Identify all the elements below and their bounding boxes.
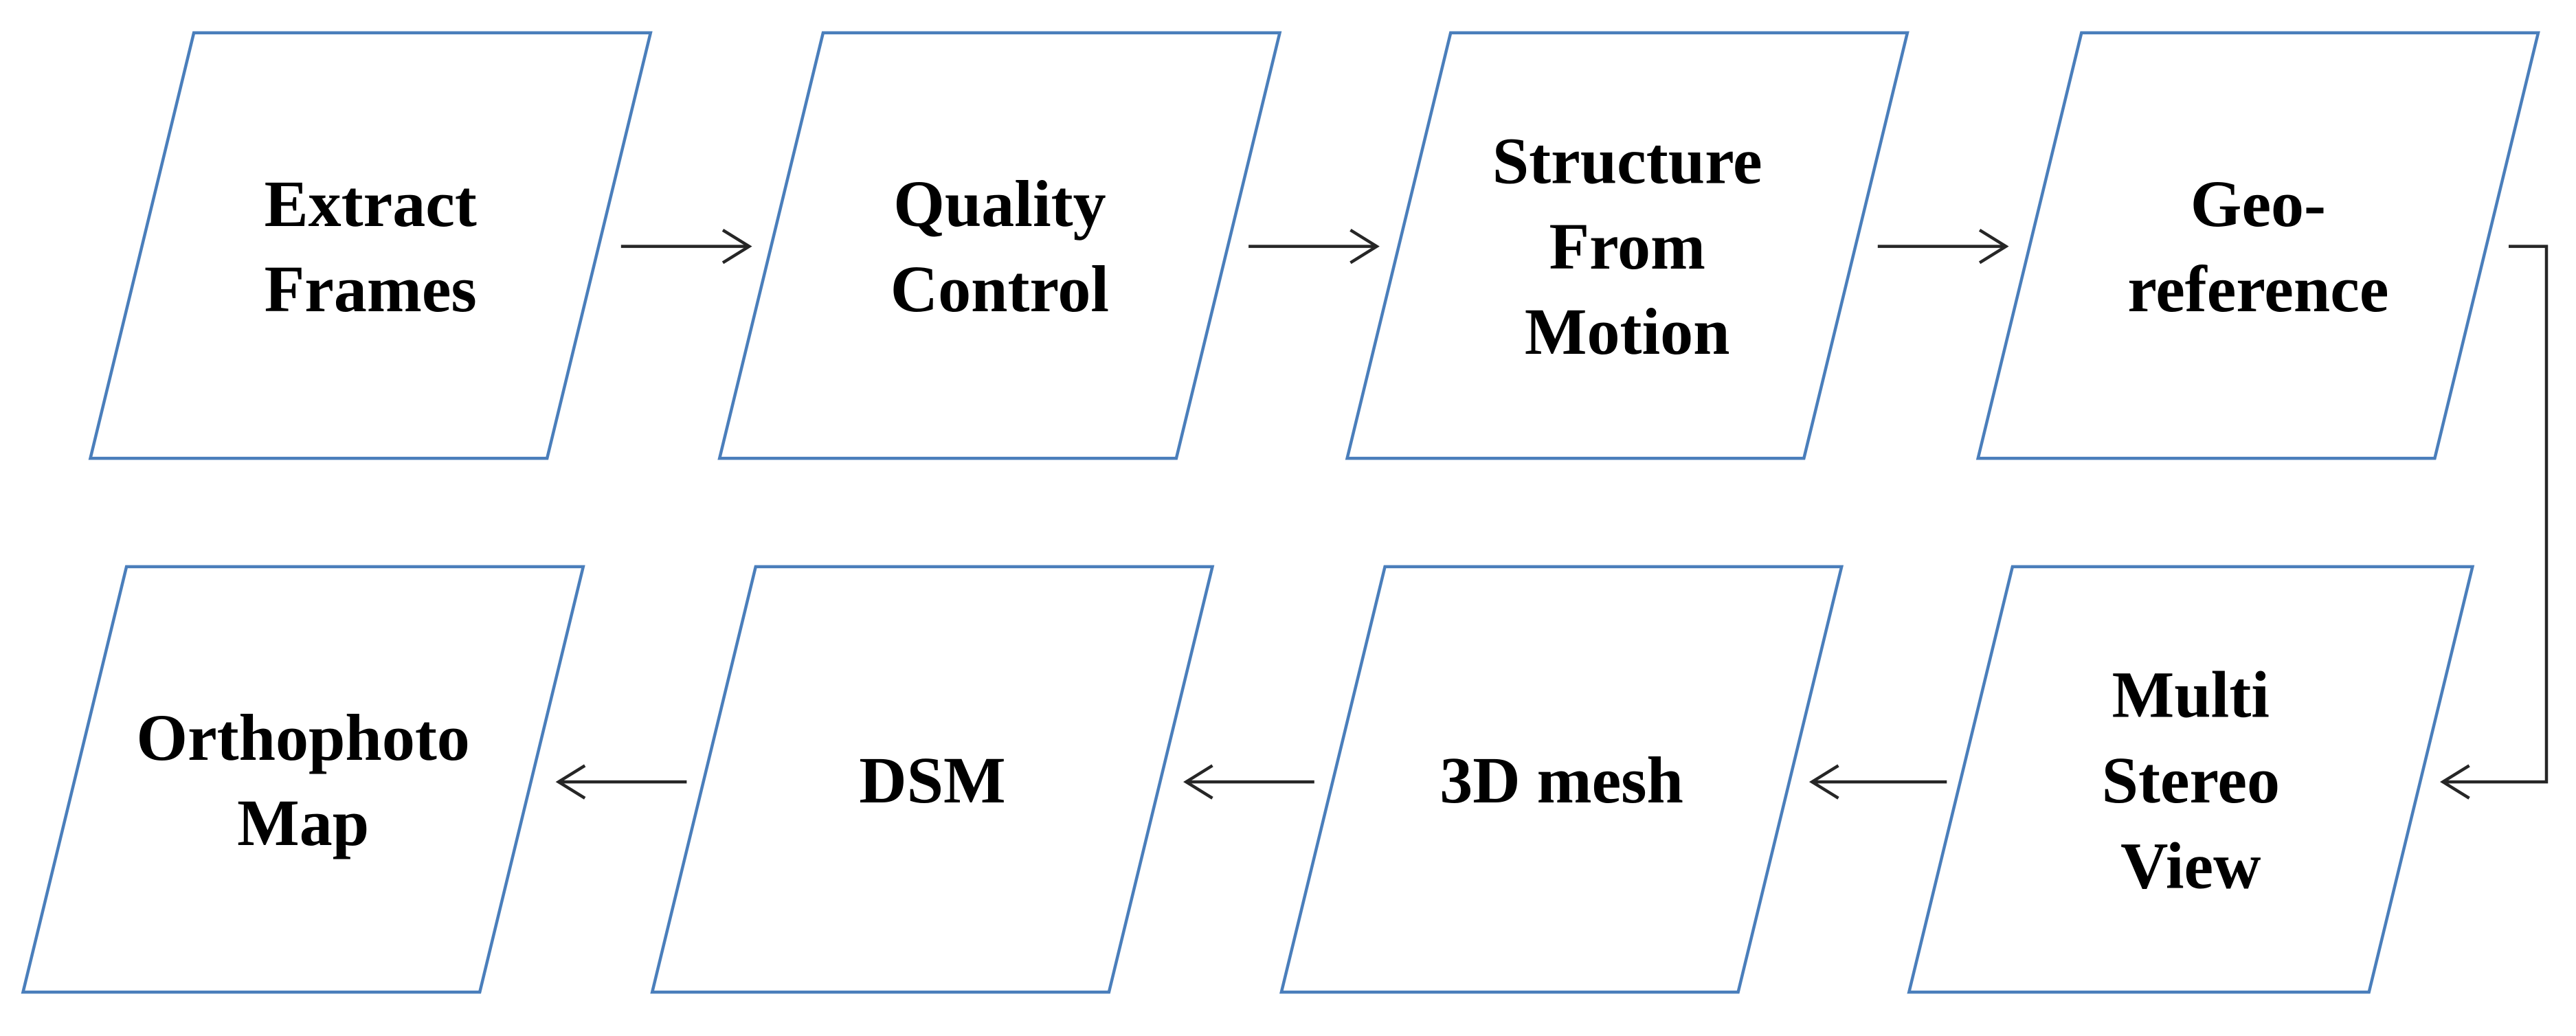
step-label-line: Stereo — [2102, 743, 2280, 817]
step-box-structure-from-motion — [1345, 31, 1909, 460]
step-box-geo-reference — [1975, 31, 2540, 460]
step-label-line: Structure — [1492, 124, 1762, 198]
step-label-line: Orthophoto — [136, 701, 469, 774]
connectors-layer — [555, 228, 2549, 800]
step-label-line: Quality — [893, 167, 1106, 240]
step-label-line: Frames — [265, 252, 477, 326]
arrowhead-orthophoto-map — [555, 764, 586, 800]
step-box-dsm — [650, 565, 1215, 994]
arrowhead-3d-mesh — [1808, 764, 1839, 800]
arrowhead-structure-from-motion — [1349, 228, 1380, 264]
arrowhead-dsm — [1183, 764, 1213, 800]
shapes-layer — [21, 31, 2540, 994]
step-box-extract-frames — [88, 31, 653, 460]
step-label-line: 3D mesh — [1440, 743, 1683, 817]
step-label-line: Geo- — [2191, 167, 2326, 240]
step-box-orthophoto-map — [21, 565, 585, 994]
step-box-quality-control — [717, 31, 1282, 460]
arrow-geo-reference-to-multi-stereo-view — [2443, 245, 2549, 784]
step-label-line: reference — [2127, 252, 2388, 326]
arrowhead-multi-stereo-view — [2440, 764, 2470, 800]
step-label-line: Control — [891, 252, 1109, 326]
step-label-3d-mesh: 3D mesh — [1440, 743, 1683, 817]
step-box-multi-stereo-view — [1907, 565, 2475, 994]
step-label-dsm: DSM — [859, 743, 1005, 817]
arrowhead-geo-reference — [1978, 228, 2009, 264]
step-label-line: Motion — [1525, 295, 1730, 368]
step-label-line: DSM — [859, 743, 1005, 817]
step-label-line: View — [2120, 829, 2261, 902]
step-box-3d-mesh — [1279, 565, 1844, 994]
step-label-line: Multi — [2112, 658, 2270, 732]
arrowhead-quality-control — [721, 228, 752, 264]
step-label-line: Extract — [265, 167, 477, 240]
step-label-line: From — [1549, 210, 1705, 283]
step-label-geo-reference: Geo-reference — [2127, 167, 2388, 326]
step-label-line: Map — [237, 786, 369, 859]
